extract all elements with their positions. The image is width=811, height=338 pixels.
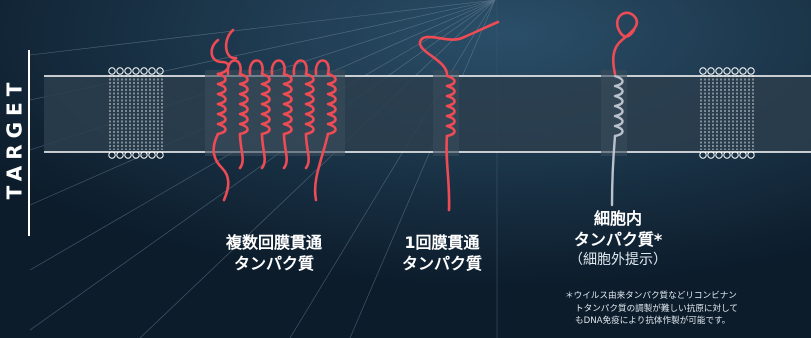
footnote-line3: もDNA免疫により抗体作製が可能です。 <box>575 316 731 326</box>
lipid-cluster-right <box>699 67 755 159</box>
target-rule <box>28 50 30 236</box>
label-multi-pass-line1: 複数回膜貫通 <box>225 233 322 252</box>
footnote-line1: ＊ウイルス由来タンパク質などリコンビナン <box>565 291 737 301</box>
label-multi-pass: 複数回膜貫通 タンパク質 <box>205 232 343 274</box>
label-single-pass-line2: タンパク質 <box>401 254 482 273</box>
label-multi-pass-line2: タンパク質 <box>233 254 314 273</box>
membrane-band <box>44 76 811 152</box>
footnote-line2: トタンパク質の調製が難しい抗原に対して <box>575 303 739 314</box>
multi-pass-protein <box>205 28 345 202</box>
intracellular-protein <box>601 11 639 207</box>
label-single-pass: 1回膜貫通 タンパク質 <box>378 232 506 274</box>
label-single-pass-line1: 1回膜貫通 <box>404 233 480 252</box>
target-label-text: TARGET <box>2 76 27 200</box>
label-intracellular-line2: タンパク質* <box>573 230 663 249</box>
label-intracellular-line1: 細胞内 <box>593 209 642 228</box>
lipid-cluster-left <box>108 67 164 159</box>
footnote: ＊ウイルス由来タンパク質などリコンビナン トタンパク質の調製が難しい抗原に対して… <box>565 290 805 328</box>
label-intracellular: 細胞内 タンパク質* （細胞外提示） <box>545 208 691 271</box>
target-label: TARGET <box>2 40 27 236</box>
label-intracellular-line3: （細胞外提示） <box>569 252 667 268</box>
single-pass-protein <box>418 20 500 212</box>
